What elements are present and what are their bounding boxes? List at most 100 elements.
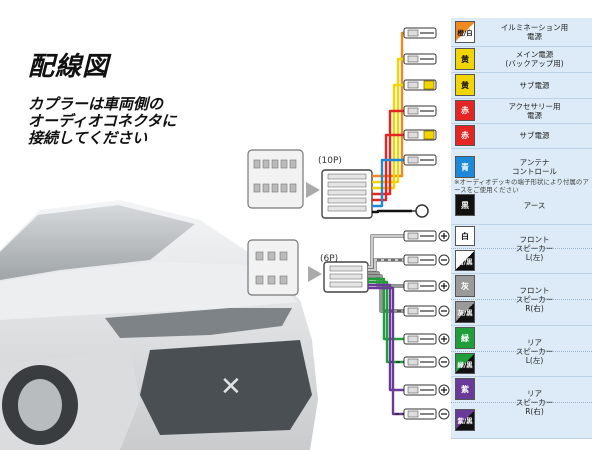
function-line: サブ電源 bbox=[519, 131, 550, 140]
connection-arrow-icon bbox=[308, 266, 322, 282]
connector-pin bbox=[255, 251, 264, 261]
fuse-icon bbox=[423, 130, 435, 140]
subtitle-line: オーディオコネクタに bbox=[28, 112, 177, 130]
terminal-sleeve bbox=[407, 307, 419, 315]
ground-ring-terminal-icon bbox=[415, 204, 429, 218]
wire-5 bbox=[372, 158, 404, 208]
wire-row: 紫/黒 bbox=[451, 402, 592, 439]
wire-function-label: アンテナコントロール bbox=[479, 148, 590, 186]
connector-pin bbox=[280, 183, 288, 193]
connector-pin bbox=[289, 183, 297, 193]
connector-pin bbox=[253, 159, 261, 169]
function-line: フロント bbox=[519, 285, 550, 295]
coupler-pin bbox=[329, 265, 363, 272]
terminal-sleeve bbox=[407, 81, 419, 89]
wire-12 bbox=[368, 280, 404, 364]
function-line: L(左) bbox=[525, 252, 544, 262]
function-line: コントロール bbox=[512, 167, 557, 176]
wire-6 bbox=[372, 209, 412, 214]
car-windshield bbox=[0, 205, 195, 280]
connector-pin bbox=[253, 183, 261, 193]
terminal-sleeve bbox=[407, 335, 419, 343]
terminal-sleeve bbox=[407, 29, 419, 37]
wire-color-chip: 白 bbox=[455, 226, 475, 246]
connection-arrow-icon bbox=[306, 182, 320, 198]
page-subtitle: カプラーは車両側の オーディオコネクタに 接続してください bbox=[28, 96, 228, 147]
wire-color-chip: 黒 bbox=[455, 194, 475, 216]
wire-function-label: イルミネーション用電源 bbox=[479, 18, 590, 46]
function-line: 電源 bbox=[527, 110, 542, 120]
wire-row: 赤アクセサリー用電源 bbox=[451, 98, 592, 124]
wire-color-chip: 灰 bbox=[455, 275, 475, 297]
wire-color-chip: 黄 bbox=[455, 48, 475, 70]
coupler-pin bbox=[327, 189, 367, 196]
vehicle-connector-6p bbox=[247, 239, 299, 296]
terminal-sleeve bbox=[407, 410, 419, 418]
wire-function-label: アクセサリー用電源 bbox=[479, 98, 590, 123]
function-line: アース bbox=[523, 200, 546, 210]
function-line: リア bbox=[527, 337, 542, 347]
function-line: L(左) bbox=[525, 355, 544, 365]
function-line: サブ電源 bbox=[519, 80, 550, 90]
wire-color-chip: 赤 bbox=[455, 125, 475, 146]
subtitle-line: カプラーは車両側の bbox=[28, 95, 164, 113]
coupler-pin bbox=[329, 273, 363, 280]
connector-pin bbox=[255, 275, 264, 285]
wire-row: 灰/黒 bbox=[451, 299, 592, 326]
function-line: スピーカー bbox=[515, 243, 554, 253]
terminal-sleeve bbox=[407, 358, 419, 366]
terminal-sleeve bbox=[407, 386, 419, 394]
terminal-sleeve bbox=[407, 131, 419, 139]
connector-pin bbox=[271, 159, 279, 169]
function-line: アンテナ bbox=[519, 158, 550, 167]
connector-pin bbox=[271, 183, 279, 193]
function-line: フロント bbox=[519, 234, 550, 244]
wire-color-chip: 灰/黒 bbox=[455, 301, 475, 323]
terminal-sleeve bbox=[407, 156, 419, 164]
wire-color-chip: 黄 bbox=[455, 74, 475, 96]
connector-10p-label: (10P) bbox=[318, 156, 342, 166]
wire-row: 白/黒 bbox=[451, 248, 592, 274]
coupler-pin bbox=[327, 197, 367, 204]
function-line: スピーカー bbox=[515, 346, 554, 356]
terminal-sleeve bbox=[407, 232, 419, 240]
connector-pin bbox=[289, 159, 297, 169]
function-line: スピーカー bbox=[515, 294, 554, 304]
wire-color-chip: 赤 bbox=[455, 100, 475, 121]
wire-row: 黄 サブ電源 bbox=[451, 72, 592, 99]
page-title: 配線図 bbox=[28, 52, 110, 82]
wire-1 bbox=[372, 57, 404, 184]
car-headlight bbox=[105, 308, 292, 338]
wire-color-chip: 緑 bbox=[455, 327, 475, 349]
wire-7 bbox=[368, 234, 404, 269]
function-line: アクセサリー用 bbox=[508, 101, 561, 111]
function-line: リア bbox=[527, 388, 542, 398]
wire-color-chip: 青 bbox=[455, 156, 475, 178]
wire-13 bbox=[368, 283, 404, 392]
subtitle-line: 接続してください bbox=[28, 129, 148, 147]
function-line: スピーカー bbox=[515, 397, 554, 407]
wire-outline bbox=[368, 258, 404, 272]
terminal-sleeve bbox=[407, 256, 419, 264]
wire-row: 緑/黒 bbox=[451, 351, 592, 377]
wire-row: 赤 サブ電源 bbox=[451, 123, 592, 149]
wire-color-chip: 緑/黒 bbox=[455, 353, 475, 374]
wire-4 bbox=[372, 133, 404, 202]
function-line: 電源 bbox=[527, 32, 542, 41]
wire-function-label: メイン電源(バックアップ用) bbox=[479, 46, 590, 72]
connector-pin bbox=[280, 159, 288, 169]
function-line: R(右) bbox=[525, 303, 544, 313]
wire-row: 橙/白イルミネーション用電源 bbox=[451, 18, 592, 47]
coupler-pin bbox=[327, 181, 367, 188]
wire-row: 黒 アース bbox=[451, 186, 592, 225]
terminal-sleeve bbox=[407, 282, 419, 290]
fuse-icon bbox=[423, 80, 435, 90]
wire-function-label: アース bbox=[479, 186, 590, 224]
terminal-sleeve bbox=[407, 55, 419, 63]
